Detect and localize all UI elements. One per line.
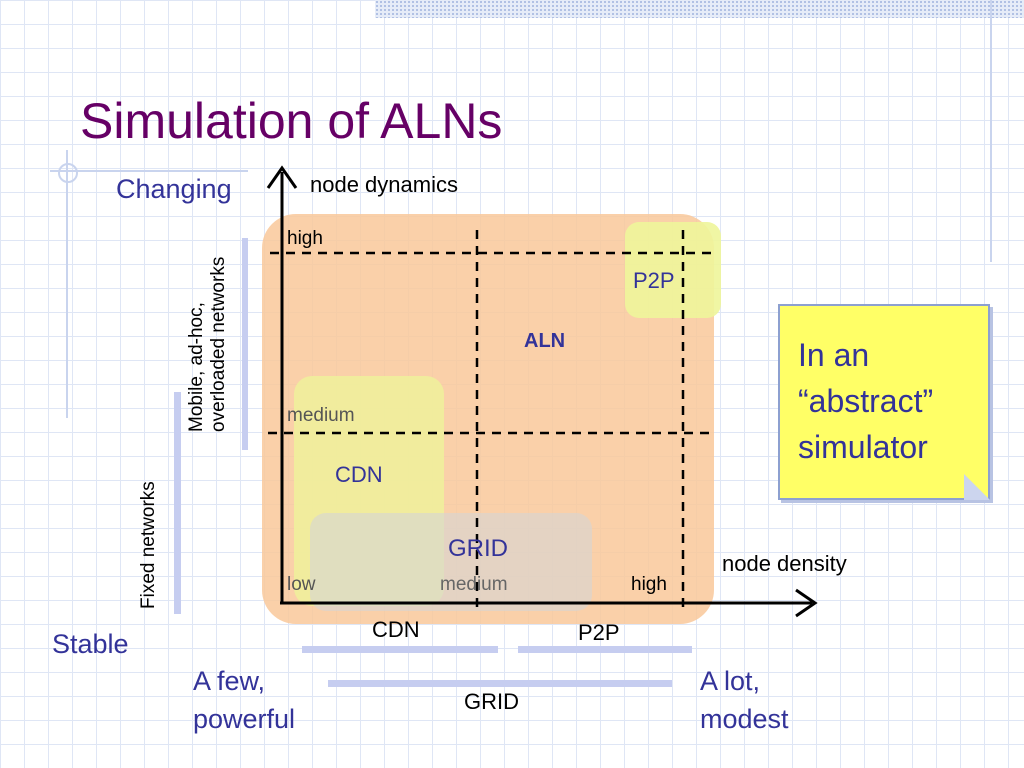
p2p-label: P2P [633, 268, 675, 293]
mobile-networks-label: Mobile, ad-hoc, overloaded networks [186, 257, 230, 432]
cdn-range-bar [302, 646, 498, 653]
slide-title: Simulation of ALNs [80, 93, 503, 149]
callout-page-fold [964, 474, 990, 500]
p2p-region [625, 222, 721, 318]
fixed-networks-label: Fixed networks [138, 481, 159, 609]
callout-line3: simulator [798, 429, 928, 465]
medium-dynamics-label: medium [287, 405, 355, 426]
grid-range-bar [328, 680, 672, 687]
high-dynamics-label: high [287, 228, 323, 249]
medium-density-label: medium [440, 574, 508, 595]
high-density-label: high [631, 574, 667, 595]
callout-line1: In an [798, 337, 870, 373]
lot-modest-line2: modest [700, 704, 789, 734]
callout-line2: “abstract” [798, 383, 934, 419]
low-density-label: low [287, 574, 316, 595]
grid-range-label: GRID [464, 689, 519, 714]
decorative-circle-icon [58, 163, 78, 183]
lot-modest-label: A lot, modest [700, 662, 789, 738]
few-powerful-label: A few, powerful [193, 662, 295, 738]
decorative-top-band [375, 0, 1024, 18]
few-powerful-line2: powerful [193, 704, 296, 734]
grid-region [310, 513, 592, 611]
few-powerful-line1: A few, [193, 666, 266, 696]
mobile-range-bar [242, 238, 248, 450]
abstract-simulator-callout: In an “abstract” simulator [778, 304, 990, 500]
decorative-right-line [990, 0, 992, 262]
callout-text: In an “abstract” simulator [798, 332, 933, 470]
decorative-left-line [66, 150, 68, 418]
aln-label: ALN [524, 330, 566, 352]
p2p-range-label: P2P [578, 620, 620, 645]
p2p-range-bar [518, 646, 692, 653]
cdn-range-label: CDN [372, 617, 420, 642]
y-axis-arrow [266, 165, 298, 189]
mobile-label-line2: overloaded networks [208, 256, 229, 432]
fixed-range-bar [174, 392, 181, 614]
grid-label: GRID [448, 535, 508, 562]
changing-label: Changing [116, 174, 232, 204]
y-axis-title: node dynamics [310, 172, 458, 197]
stable-label: Stable [52, 629, 129, 659]
cdn-label: CDN [335, 462, 383, 487]
lot-modest-line1: A lot, [700, 666, 761, 696]
mobile-label-line1: Mobile, ad-hoc, [186, 302, 207, 432]
x-axis-title: node density [722, 551, 847, 576]
x-axis-arrow [795, 588, 818, 618]
decorative-title-underline [50, 170, 248, 172]
